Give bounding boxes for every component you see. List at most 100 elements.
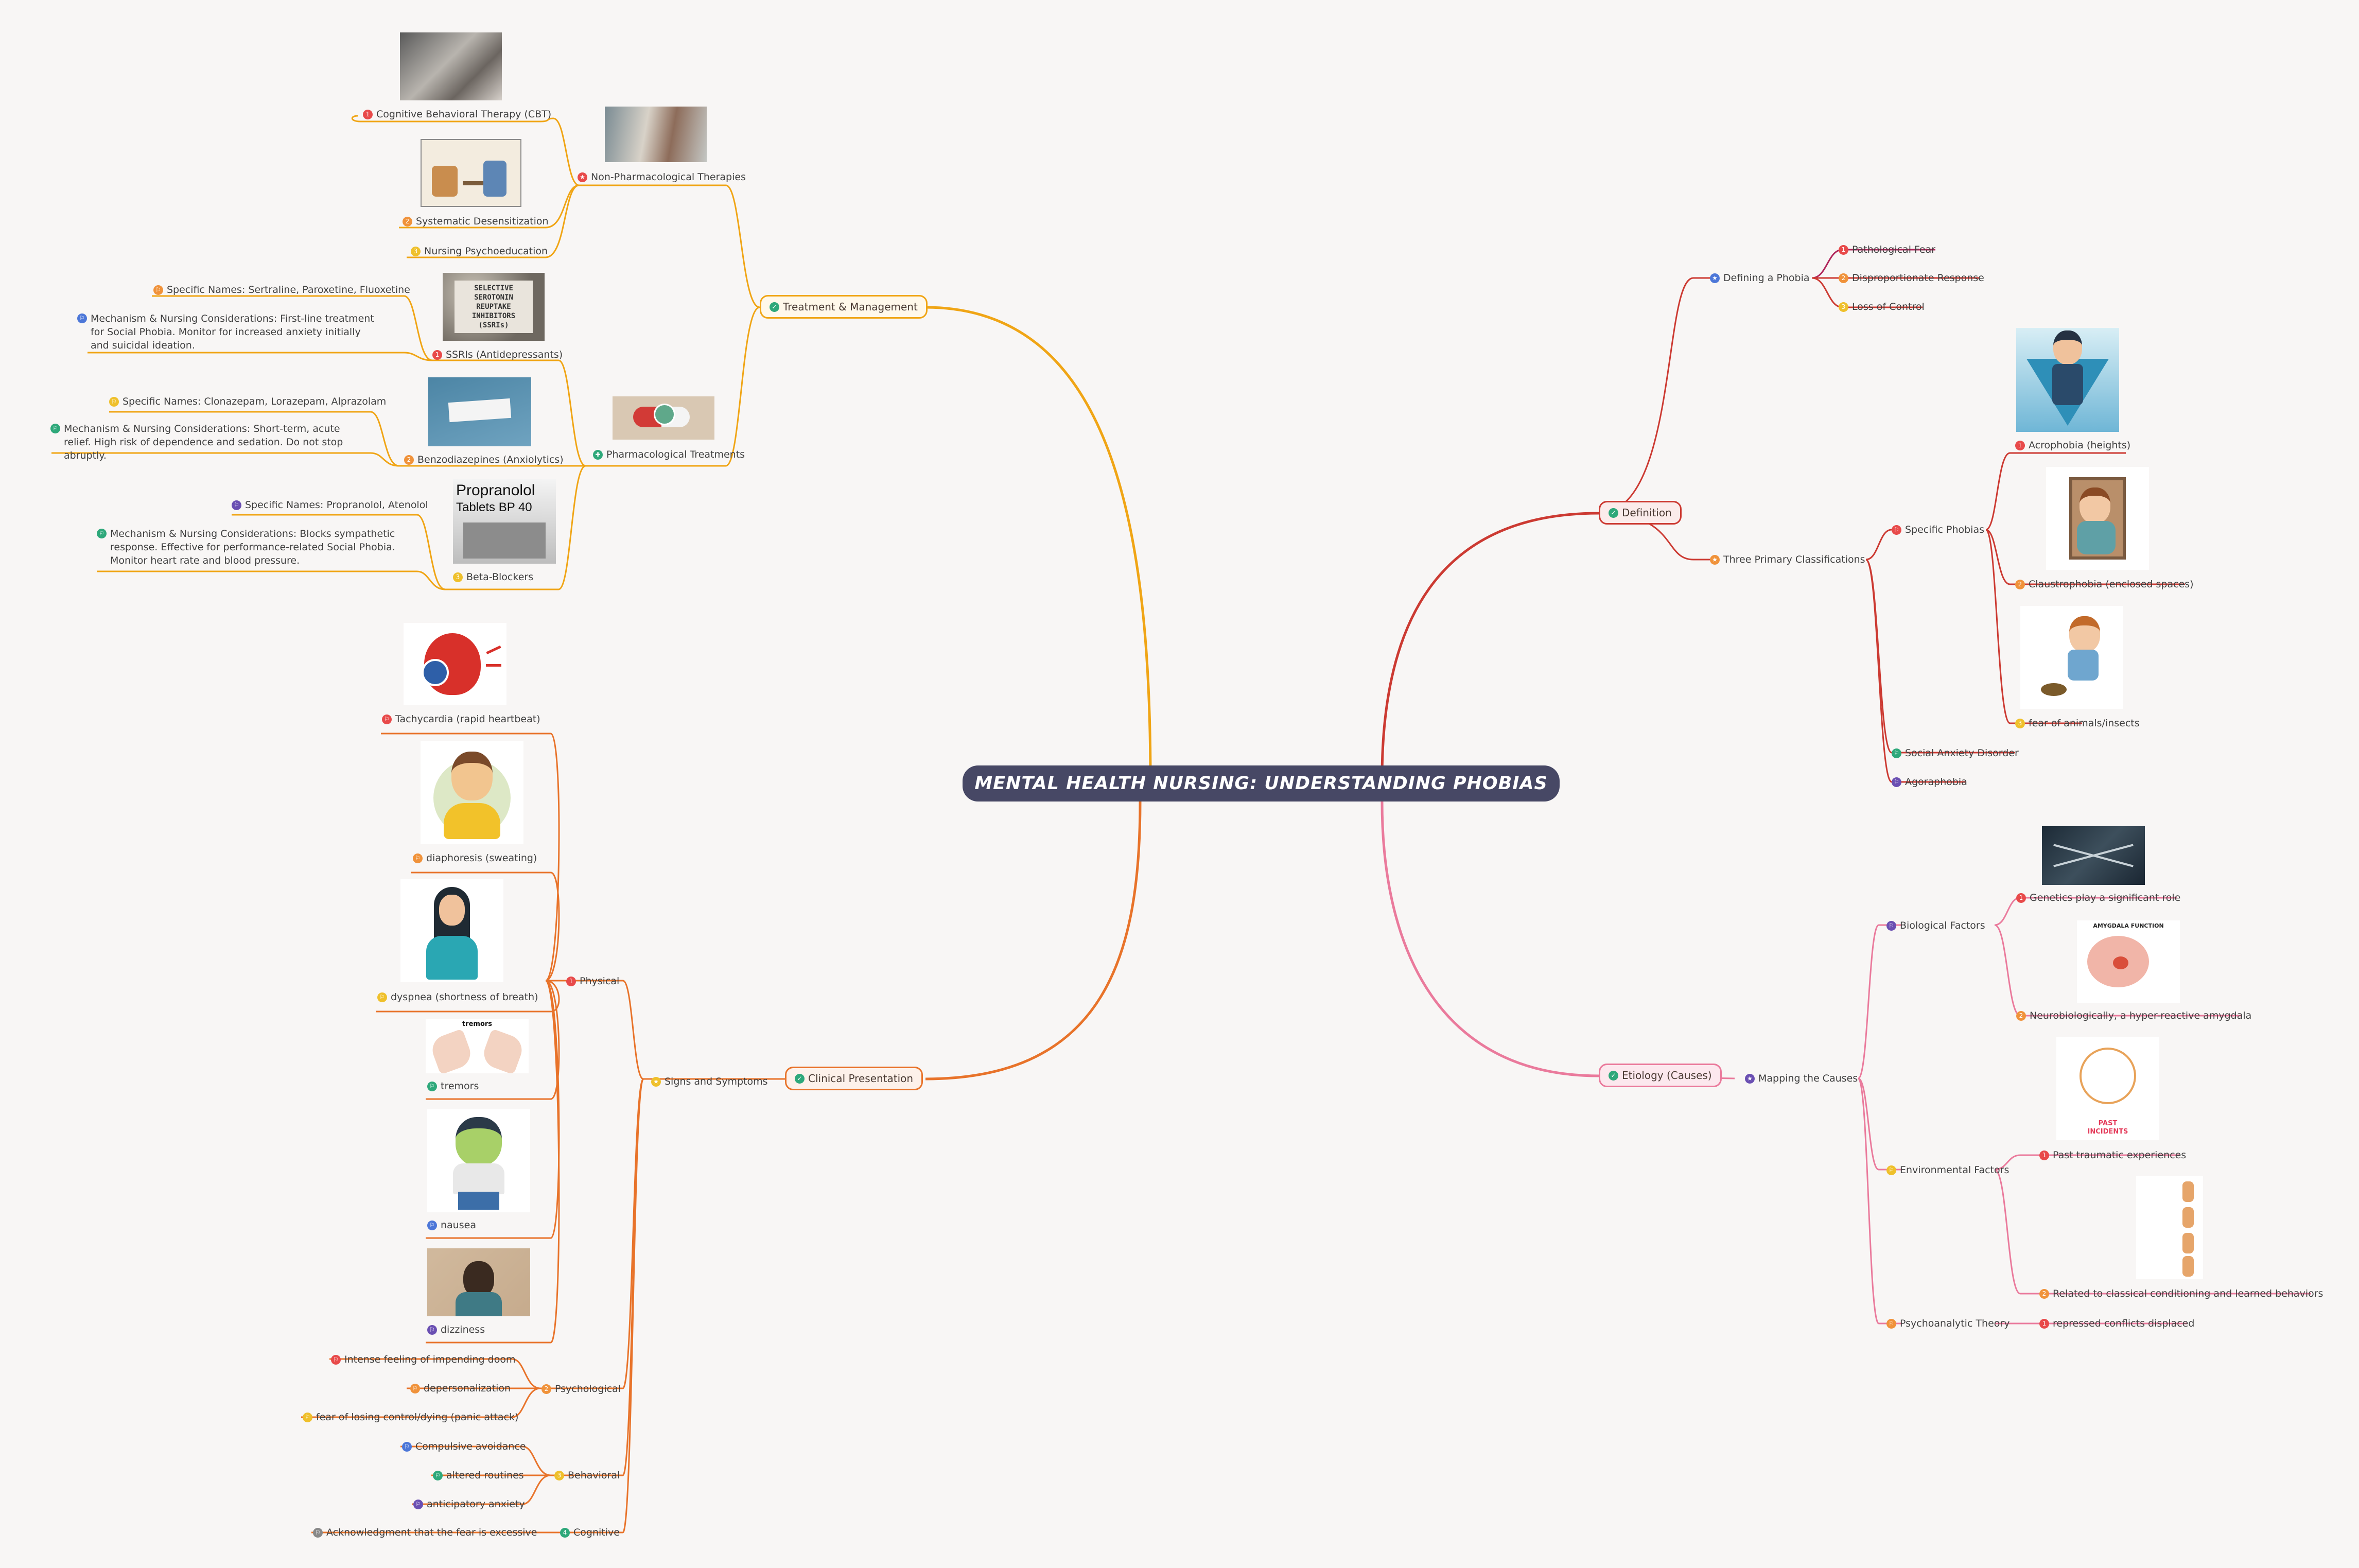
node-label: Past traumatic experiences: [2053, 1149, 2187, 1161]
node-mapping-causes[interactable]: ★ Mapping the Causes: [1745, 1072, 1858, 1085]
node-benzo-mechanism[interactable]: ⚐ Mechanism & Nursing Considerations: Sh…: [50, 422, 364, 462]
priority-1-icon: 1: [2039, 1150, 2049, 1160]
node-defining-phobia[interactable]: ★ Defining a Phobia: [1710, 271, 1810, 285]
node-beta-blockers[interactable]: 3 Beta-Blockers: [453, 570, 533, 584]
node-altered-routines[interactable]: ⚐ altered routines: [433, 1469, 524, 1482]
node-diaphoresis[interactable]: ⚐ diaphoresis (sweating): [413, 851, 537, 865]
node-psychoanalytic[interactable]: ⚐ Psychoanalytic Theory: [1886, 1317, 2009, 1330]
flag-icon: ⚐: [331, 1354, 341, 1365]
node-claustrophobia[interactable]: 2 Claustrophobia (enclosed spaces): [2015, 578, 2194, 591]
node-beta-names[interactable]: ⚐ Specific Names: Propranolol, Atenolol: [232, 498, 428, 512]
node-biological[interactable]: ⚐ Biological Factors: [1886, 919, 1985, 932]
node-label: Acrophobia (heights): [2029, 440, 2131, 451]
node-fear-losing-control[interactable]: ⚐ fear of losing control/dying (panic at…: [303, 1410, 518, 1424]
node-cbt[interactable]: 1 Cognitive Behavioral Therapy (CBT): [363, 108, 551, 121]
node-dyspnea[interactable]: ⚐ dyspnea (shortness of breath): [377, 990, 538, 1004]
node-social-anxiety[interactable]: ⚐ Social Anxiety Disorder: [1892, 746, 2019, 760]
priority-4-icon: 4: [560, 1527, 570, 1538]
node-pathological-fear[interactable]: 1 Pathological Fear: [1839, 243, 1935, 256]
node-three-classifications[interactable]: ★ Three Primary Classifications: [1710, 553, 1865, 566]
main-topic-definition[interactable]: ✓ Definition: [1599, 501, 1682, 525]
check-icon: ✓: [1609, 508, 1618, 518]
node-dizziness[interactable]: ⚐ dizziness: [427, 1323, 485, 1336]
node-systematic-desensitization[interactable]: 2 Systematic Desensitization: [403, 215, 549, 228]
propranolol-box-photo: Propranolol Tablets BP 40: [453, 479, 556, 564]
node-label: tremors: [441, 1081, 479, 1092]
node-label: Agoraphobia: [1905, 776, 1967, 788]
dyspnea-woman-illustration: [400, 879, 503, 982]
node-label: fear of animals/insects: [2029, 718, 2140, 729]
cbt-photo: [400, 32, 502, 100]
node-disproportionate[interactable]: 2 Disproportionate Response: [1839, 271, 1984, 285]
node-label: Behavioral: [568, 1470, 620, 1481]
node-cognitive[interactable]: 4 Cognitive: [560, 1526, 620, 1539]
node-benzodiazepines[interactable]: 2 Benzodiazepines (Anxiolytics): [404, 453, 564, 466]
node-nausea[interactable]: ⚐ nausea: [427, 1218, 476, 1232]
node-psychoeducation[interactable]: 3 Nursing Psychoeducation: [411, 245, 548, 258]
node-specific-phobias[interactable]: ⚐ Specific Phobias: [1892, 523, 1984, 536]
node-physical[interactable]: 1 Physical: [566, 974, 619, 988]
node-label: Related to classical conditioning and le…: [2053, 1288, 2323, 1299]
flag-icon: ⚐: [313, 1527, 323, 1538]
node-ssri[interactable]: 1 SSRIs (Antidepressants): [432, 348, 563, 361]
main-topic-treatment[interactable]: ✓ Treatment & Management: [760, 295, 928, 319]
priority-1-icon: 1: [2039, 1318, 2049, 1329]
node-past-trauma[interactable]: 1 Past traumatic experiences: [2039, 1148, 2186, 1162]
heart-illustration: [404, 623, 506, 705]
node-compulsive-avoidance[interactable]: ⚐ Compulsive avoidance: [402, 1440, 526, 1453]
node-label: nausea: [441, 1219, 476, 1231]
node-classical-conditioning[interactable]: 2 Related to classical conditioning and …: [2039, 1287, 2323, 1300]
node-environmental[interactable]: ⚐ Environmental Factors: [1886, 1163, 2009, 1177]
node-agoraphobia[interactable]: ⚐ Agoraphobia: [1892, 775, 1967, 789]
node-ssri-mechanism[interactable]: ⚐ Mechanism & Nursing Considerations: Fi…: [77, 312, 381, 352]
flag-icon: ⚐: [382, 714, 392, 724]
star-icon: ★: [578, 172, 587, 182]
node-tachycardia[interactable]: ⚐ Tachycardia (rapid heartbeat): [382, 712, 540, 726]
node-label: Cognitive: [573, 1527, 620, 1538]
priority-1-icon: 1: [363, 109, 373, 119]
node-benzo-names[interactable]: ⚐ Specific Names: Clonazepam, Lorazepam,…: [109, 395, 386, 408]
node-repressed-conflicts[interactable]: 1 repressed conflicts displaced: [2039, 1317, 2194, 1330]
node-animals-insects[interactable]: 3 fear of animals/insects: [2015, 717, 2140, 730]
node-ssri-names[interactable]: ⚐ Specific Names: Sertraline, Paroxetine…: [153, 283, 410, 297]
central-topic[interactable]: MENTAL HEALTH NURSING: UNDERSTANDING PHO…: [963, 765, 1560, 802]
node-psychological[interactable]: 2 Psychological: [541, 1382, 621, 1396]
node-behavioral[interactable]: 3 Behavioral: [554, 1469, 620, 1482]
tremors-hands-illustration: tremors: [426, 1019, 529, 1075]
node-impending-doom[interactable]: ⚐ Intense feeling of impending doom: [331, 1353, 515, 1366]
node-loss-control[interactable]: 3 Loss of Control: [1839, 300, 1925, 313]
node-label: dizziness: [441, 1324, 485, 1335]
node-label: Specific Names: Propranolol, Atenolol: [245, 499, 428, 511]
node-depersonalization[interactable]: ⚐ depersonalization: [410, 1382, 511, 1395]
node-label: Loss of Control: [1852, 301, 1925, 312]
priority-2-icon: 2: [1839, 273, 1848, 283]
node-label: Neurobiologically, a hyper-reactive amyg…: [2030, 1010, 2252, 1021]
main-topic-etiology[interactable]: ✓ Etiology (Causes): [1599, 1064, 1722, 1087]
node-label: anticipatory anxiety: [427, 1499, 525, 1510]
node-label: Benzodiazepines (Anxiolytics): [417, 454, 564, 465]
node-anticipatory-anxiety[interactable]: ⚐ anticipatory anxiety: [413, 1497, 525, 1511]
node-label: Social Anxiety Disorder: [1905, 747, 2019, 759]
priority-2-icon: 2: [541, 1384, 551, 1394]
main-topic-clinical[interactable]: ✓ Clinical Presentation: [785, 1067, 923, 1090]
main-topic-label: Definition: [1622, 507, 1672, 519]
node-amygdala[interactable]: 2 Neurobiologically, a hyper-reactive am…: [2016, 1009, 2251, 1022]
flag-icon: ⚐: [413, 853, 423, 863]
node-tremors[interactable]: ⚐ tremors: [427, 1079, 479, 1093]
tremors-image-caption: tremors: [462, 1020, 493, 1028]
node-non-pharm[interactable]: ★ Non-Pharmacological Therapies: [578, 170, 746, 184]
pill-capsule-icon: [613, 396, 714, 440]
node-pharmacological[interactable]: ✚ Pharmacological Treatments: [593, 448, 745, 461]
node-label: Specific Names: Sertraline, Paroxetine, …: [167, 284, 410, 295]
sweating-person-illustration: [421, 741, 523, 844]
node-signs-symptoms[interactable]: ★ Signs and Symptoms: [651, 1075, 768, 1088]
node-genetics[interactable]: 1 Genetics play a significant role: [2016, 891, 2180, 904]
priority-2-icon: 2: [2039, 1288, 2049, 1299]
node-label: depersonalization: [424, 1383, 511, 1394]
node-acknowledgment[interactable]: ⚐ Acknowledgment that the fear is excess…: [313, 1526, 537, 1539]
node-acrophobia[interactable]: 1 Acrophobia (heights): [2015, 439, 2130, 452]
node-label: Mechanism & Nursing Considerations: Bloc…: [110, 528, 395, 566]
node-beta-mechanism[interactable]: ⚐ Mechanism & Nursing Considerations: Bl…: [97, 527, 416, 567]
